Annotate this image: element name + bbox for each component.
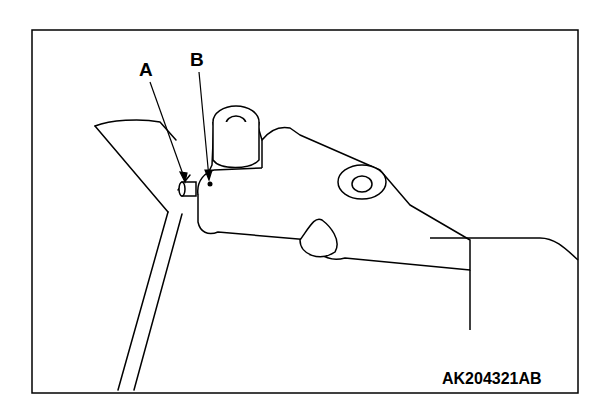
frame-border: [32, 30, 578, 393]
callout-letter: A: [139, 60, 153, 79]
leader-lines: [150, 72, 212, 182]
pin: [179, 182, 196, 196]
rail: [430, 238, 578, 330]
engine-block: [95, 120, 190, 390]
hole-mark: [208, 182, 213, 187]
callout-letter: B: [190, 50, 204, 69]
tensioner-bracket: [198, 106, 470, 270]
figure-code: AK204321AB: [442, 371, 542, 387]
